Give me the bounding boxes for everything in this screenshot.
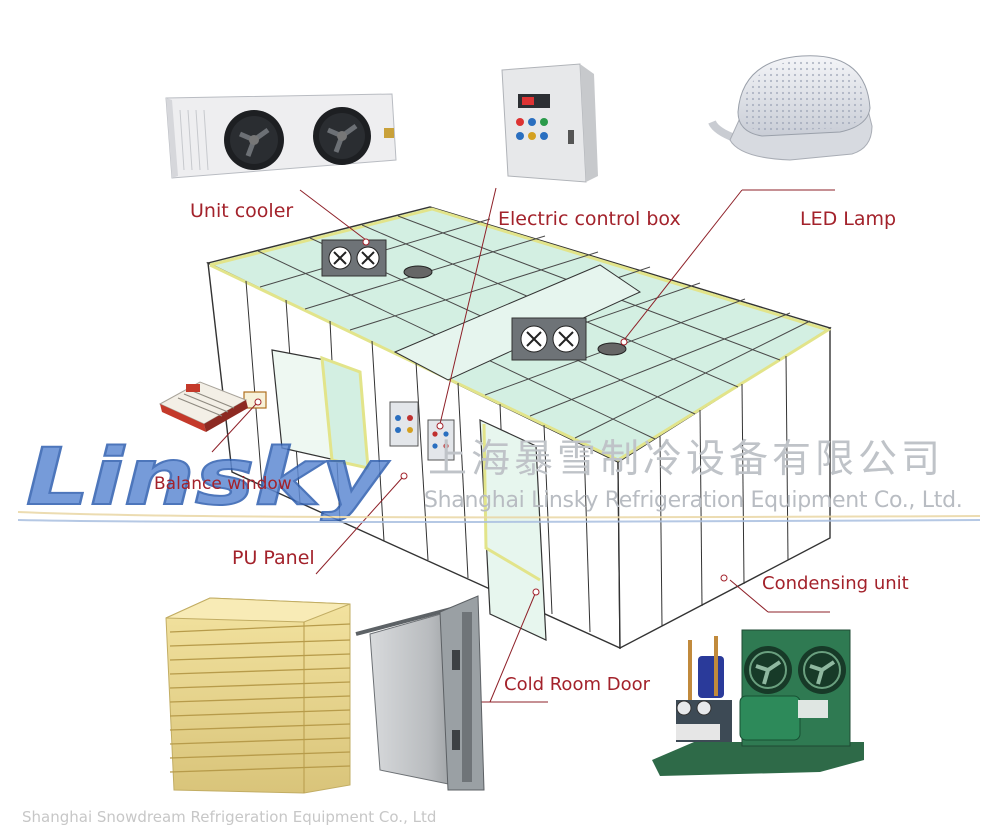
- unit-cooler-image: [165, 93, 397, 179]
- ceiling-unit-cooler: [321, 239, 587, 361]
- label-condensing-unit: Condensing unit: [762, 573, 909, 594]
- balance-window-image: [158, 381, 248, 432]
- label-unit-cooler: Unit cooler: [190, 200, 294, 222]
- label-led-lamp: LED Lamp: [800, 208, 897, 230]
- watermark-company-en: Shanghai Linsky Refrigeration Equipment …: [424, 488, 963, 513]
- leader-lines: [211, 187, 835, 703]
- label-cold-room-door: Cold Room Door: [504, 674, 650, 695]
- linsky-logo: Linsky: [17, 432, 981, 524]
- label-electric-control-box: Electric control box: [498, 208, 681, 230]
- watermark-company-cn: 上海暴雪制冷设备有限公司: [428, 437, 945, 482]
- label-pu-panel: PU Panel: [232, 547, 315, 569]
- svg-text:Linsky: Linsky: [26, 433, 390, 523]
- cold-room-door-image: [355, 595, 485, 791]
- condensing-unit-image: [652, 629, 864, 776]
- led-lamp-image: [708, 55, 873, 161]
- label-balance-window: Balance window: [154, 474, 292, 494]
- electric-control-box-image: [501, 63, 598, 183]
- pu-panel-stack-image: [165, 597, 351, 794]
- cold-room: [205, 206, 832, 650]
- footer-company: Shanghai Snowdream Refrigeration Equipme…: [22, 808, 437, 826]
